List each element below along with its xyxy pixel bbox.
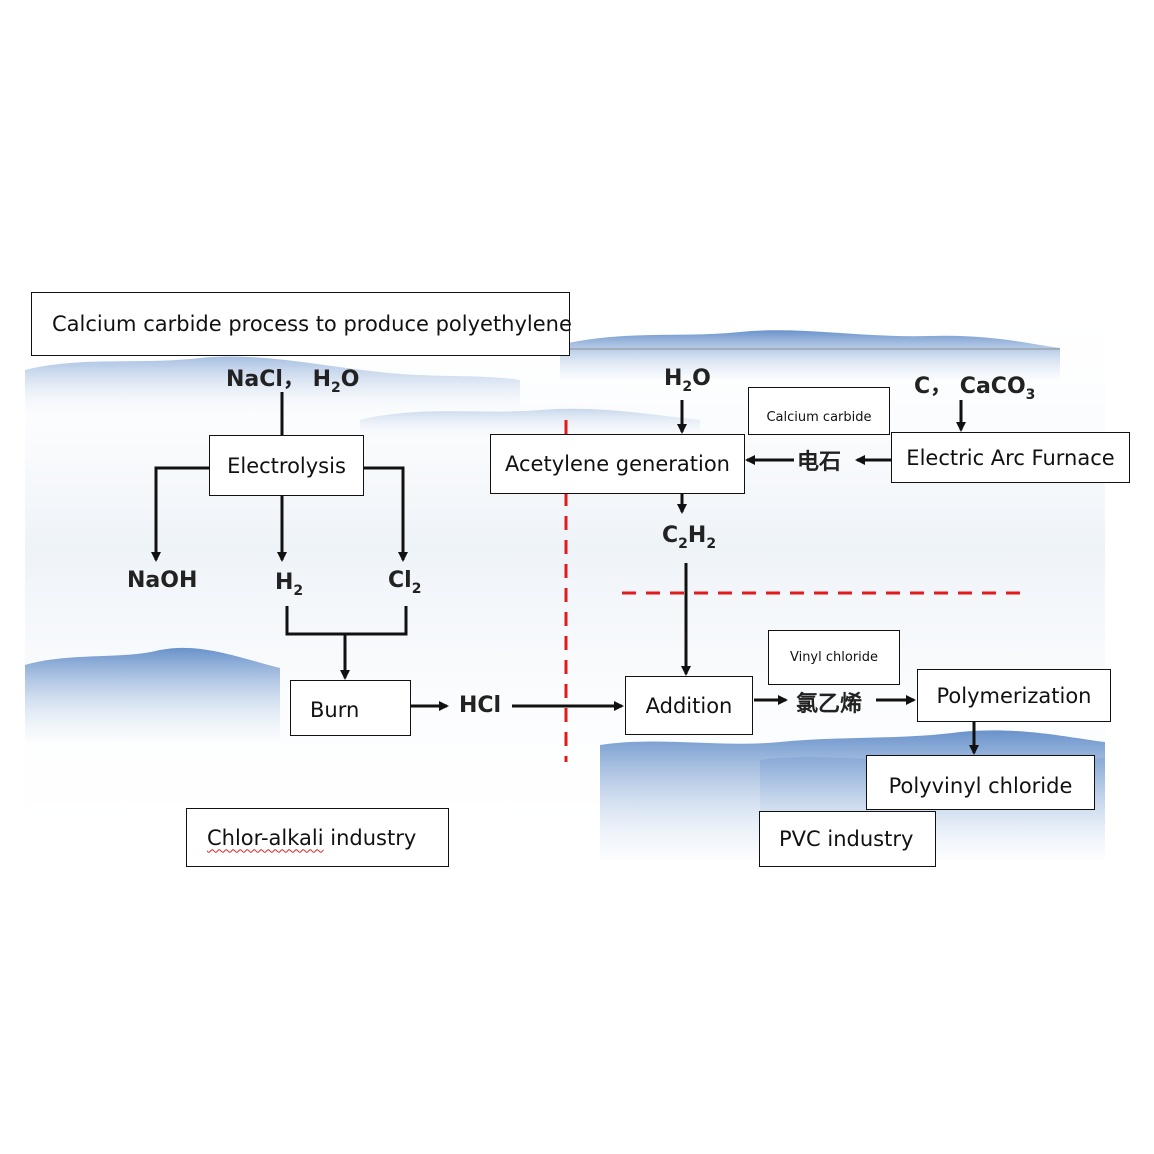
calcium-carbide-note: Calcium carbide <box>748 387 890 435</box>
calcium-carbide-cn-label: 电石 <box>797 450 842 475</box>
nacl-h2o-label: NaCl， H2O <box>226 367 360 396</box>
mountain-top-left <box>25 356 520 420</box>
industry-word: industry <box>323 825 417 850</box>
electric-arc-furnace-box: Electric Arc Furnace <box>891 432 1130 483</box>
mountain-upper-mid <box>360 408 700 440</box>
cl2-label: Cl2 <box>388 568 422 597</box>
mountain-top-right <box>560 330 1060 380</box>
addition-box: Addition <box>625 676 753 735</box>
hcl-label: HCl <box>459 693 502 718</box>
h2o-label: H2O <box>664 366 711 395</box>
vinyl-chloride-note: Vinyl chloride <box>768 630 900 685</box>
mountain-left-low <box>25 647 280 740</box>
connectors <box>151 392 979 755</box>
arrow-to-naoh <box>151 466 210 562</box>
vinyl-chloride-cn-label: 氯乙烯 <box>796 692 863 717</box>
c2h2-label: C2H2 <box>662 523 717 552</box>
naoh-label: NaOH <box>127 568 198 593</box>
c-caco3-label: C， CaCO3 <box>914 374 1036 403</box>
polyvinyl-chloride-box: Polyvinyl chloride <box>866 755 1095 810</box>
electrolysis-box: Electrolysis <box>209 435 364 496</box>
burn-box: Burn <box>290 680 411 736</box>
arrow-to-cl2 <box>363 466 408 562</box>
polymerization-box: Polymerization <box>917 669 1111 722</box>
h2-label: H2 <box>275 570 304 599</box>
acetylene-generation-box: Acetylene generation <box>490 434 745 494</box>
pvc-section-label: PVC industry <box>759 811 936 867</box>
diagram-title: Calcium carbide process to produce polye… <box>31 292 572 356</box>
chlor-alkali-section-label: Chlor-alkali industry <box>186 808 449 867</box>
chlor-alkali-word: Chlor-alkali <box>207 825 324 850</box>
